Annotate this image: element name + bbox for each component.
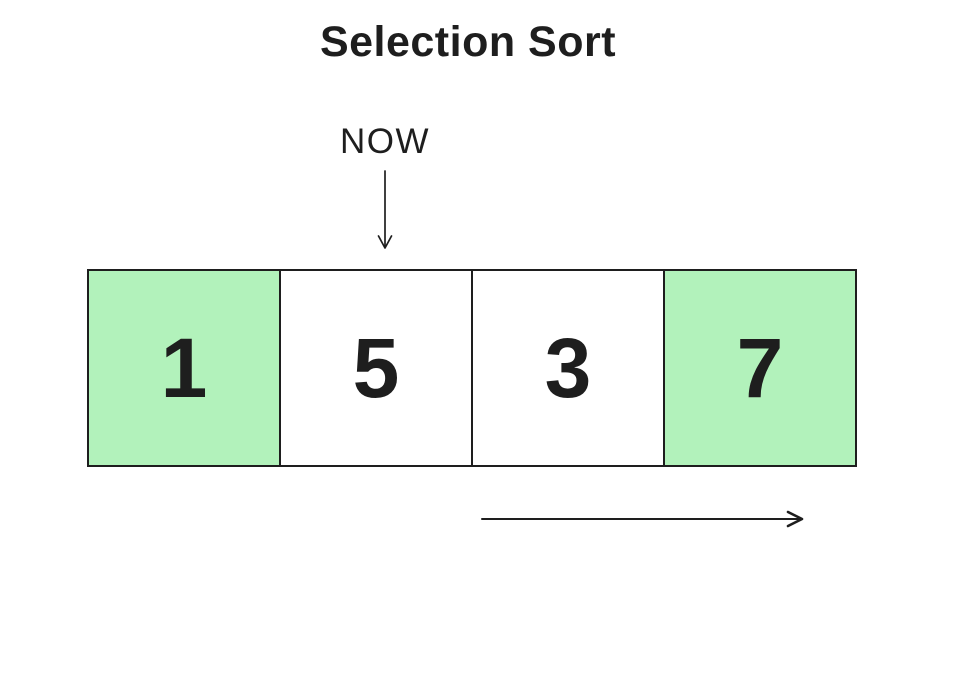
array-cell: 5 bbox=[279, 269, 473, 467]
cell-value: 1 bbox=[160, 321, 208, 415]
right-arrow-icon bbox=[481, 510, 804, 528]
array-cell: 3 bbox=[471, 269, 665, 467]
down-arrow-icon bbox=[377, 170, 393, 249]
array-cell: 7 bbox=[663, 269, 857, 467]
page-title: Selection Sort bbox=[319, 18, 617, 66]
cell-value: 3 bbox=[544, 321, 592, 415]
now-label: NOW bbox=[339, 122, 431, 161]
cell-value: 5 bbox=[352, 321, 400, 415]
cell-value: 7 bbox=[736, 321, 784, 415]
array-cell: 1 bbox=[87, 269, 281, 467]
